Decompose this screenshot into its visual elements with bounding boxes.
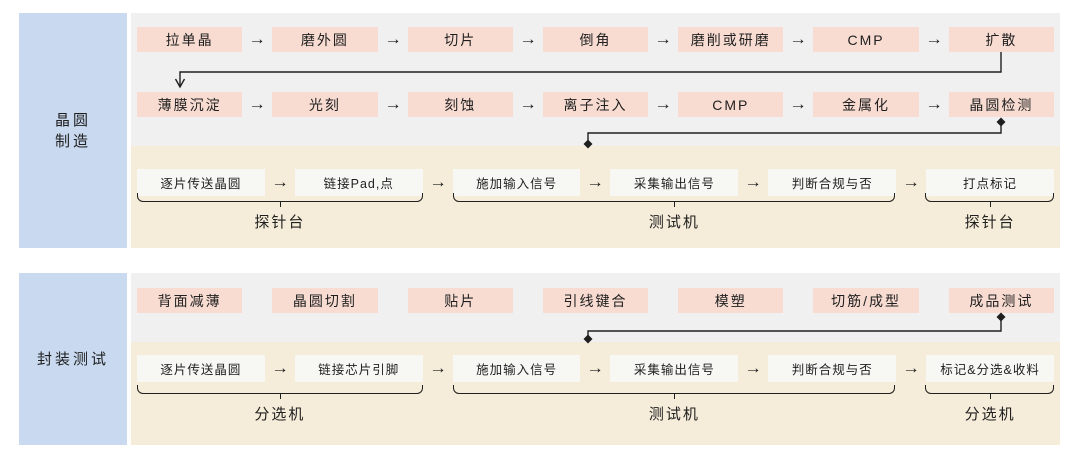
underbrace: [925, 385, 1054, 399]
arrow-right-icon: →: [271, 173, 289, 191]
equipment-label: 测试机: [648, 406, 700, 423]
process-step: 薄膜沉淀: [137, 92, 243, 117]
final-test-row: 逐片传送晶圆 → 链接芯片引脚 → 施加输入信号 → 采集输出信号 → 判断合规…: [131, 355, 1060, 382]
underbrace: [925, 193, 1054, 207]
arrow-right-icon: →: [271, 359, 289, 377]
equipment-label: 分选机: [254, 406, 306, 423]
arrow-right-icon: →: [789, 30, 808, 48]
equipment-label: 测试机: [648, 214, 700, 231]
wafer-test-brace-row: [131, 193, 1060, 207]
underbrace: [137, 385, 423, 399]
process-step: 成品测试: [948, 288, 1054, 313]
process-step: 扩散: [948, 27, 1054, 52]
equipment-label: 探针台: [964, 214, 1016, 231]
process-step: 模塑: [678, 288, 784, 313]
test-step: 判断合规与否: [768, 355, 897, 382]
sidebar-wafer-fab: 晶圆 制造: [19, 13, 127, 248]
underbrace: [452, 385, 896, 399]
wafer-test-row: 逐片传送晶圆 → 链接Pad,点 → 施加输入信号 → 采集输出信号 → 判断合…: [131, 169, 1060, 196]
final-test-brace-row: [131, 385, 1060, 399]
process-step: 倒角: [542, 27, 649, 52]
process-step: 光刻: [272, 92, 378, 117]
fab-front-row: 拉单晶 → 磨外圆 → 切片 → 倒角 → 磨削或研磨 → CMP → 扩散: [131, 27, 1060, 52]
arrow-right-icon: →: [744, 173, 763, 191]
process-step: 拉单晶: [137, 27, 243, 52]
test-step: 施加输入信号: [452, 355, 581, 382]
fab-back-row: 薄膜沉淀 → 光刻 → 刻蚀 → 离子注入 → CMP → 金属化 → 晶圆检测: [131, 92, 1060, 117]
process-step: 背面减薄: [137, 288, 243, 313]
wafer-fab-content: 拉单晶 → 磨外圆 → 切片 → 倒角 → 磨削或研磨 → CMP → 扩散 薄…: [131, 13, 1060, 248]
process-step: 晶圆切割: [272, 288, 378, 313]
arrow-right-icon: →: [654, 30, 672, 48]
test-step: 施加输入信号: [452, 169, 581, 196]
packaging-test-content: 背面减薄 晶圆切割 贴片 引线键合 模塑 切筋/成型 成品测试 逐片传送晶圆 →…: [131, 273, 1060, 445]
arrow-right-icon: →: [586, 359, 605, 377]
arrow-right-icon: →: [586, 173, 605, 191]
arrow-right-icon: →: [248, 30, 267, 48]
arrow-right-icon: →: [902, 173, 920, 191]
process-step: 引线键合: [542, 288, 649, 313]
test-step: 链接芯片引脚: [294, 355, 423, 382]
process-step: 磨削或研磨: [678, 27, 784, 52]
process-step: 晶圆检测: [948, 92, 1054, 117]
process-step: 磨外圆: [272, 27, 378, 52]
wafer-test-equipment-row: 探针台 测试机 探针台: [131, 211, 1060, 232]
process-step: 刻蚀: [407, 92, 513, 117]
packaging-test-section: 封装测试 背面减薄 晶圆切割 贴片 引线键合 模塑 切筋/成型 成品测试: [19, 273, 1060, 445]
process-step: 离子注入: [542, 92, 649, 117]
equipment-label: 探针台: [254, 214, 306, 231]
underbrace: [137, 193, 423, 207]
process-step: CMP: [813, 27, 919, 52]
arrow-right-icon: →: [428, 359, 447, 377]
test-step: 打点标记: [926, 169, 1054, 196]
packaging-row: 背面减薄 晶圆切割 贴片 引线键合 模塑 切筋/成型 成品测试: [131, 288, 1060, 313]
equipment-label: 分选机: [964, 406, 1016, 423]
arrow-right-icon: →: [519, 30, 537, 48]
test-step: 采集输出信号: [610, 169, 739, 196]
arrow-right-icon: →: [383, 95, 402, 113]
test-step: 采集输出信号: [610, 355, 739, 382]
sidebar-label-line: 晶圆: [54, 111, 91, 129]
arrow-right-icon: →: [789, 95, 808, 113]
wafer-fab-section: 晶圆 制造 拉单晶 → 磨外圆 → 切片 → 倒角 → 磨削或研磨 → CMP …: [19, 13, 1060, 248]
process-step: 金属化: [813, 92, 919, 117]
test-step: 判断合规与否: [768, 169, 897, 196]
process-step: CMP: [678, 92, 784, 117]
arrow-right-icon: →: [924, 30, 943, 48]
arrow-right-icon: →: [654, 95, 672, 113]
arrow-right-icon: →: [902, 359, 920, 377]
arrow-right-icon: →: [519, 95, 537, 113]
process-step: 贴片: [407, 288, 513, 313]
test-step: 逐片传送晶圆: [137, 355, 265, 382]
underbrace: [452, 193, 896, 207]
arrow-right-icon: →: [383, 30, 402, 48]
final-test-equipment-row: 分选机 测试机 分选机: [131, 403, 1060, 424]
sidebar-packaging-test: 封装测试: [19, 273, 127, 445]
arrow-right-icon: →: [744, 359, 763, 377]
sidebar-label-line: 制造: [54, 132, 91, 150]
sidebar-label-line: 封装测试: [36, 350, 109, 368]
process-step: 切筋/成型: [813, 288, 919, 313]
process-step: 切片: [407, 27, 513, 52]
test-step: 标记&分选&收料: [926, 355, 1054, 382]
wafer-test-band: [131, 146, 1060, 248]
arrow-right-icon: →: [248, 95, 267, 113]
arrow-right-icon: →: [428, 173, 447, 191]
test-step: 逐片传送晶圆: [137, 169, 265, 196]
test-step: 链接Pad,点: [294, 169, 423, 196]
arrow-right-icon: →: [924, 95, 943, 113]
